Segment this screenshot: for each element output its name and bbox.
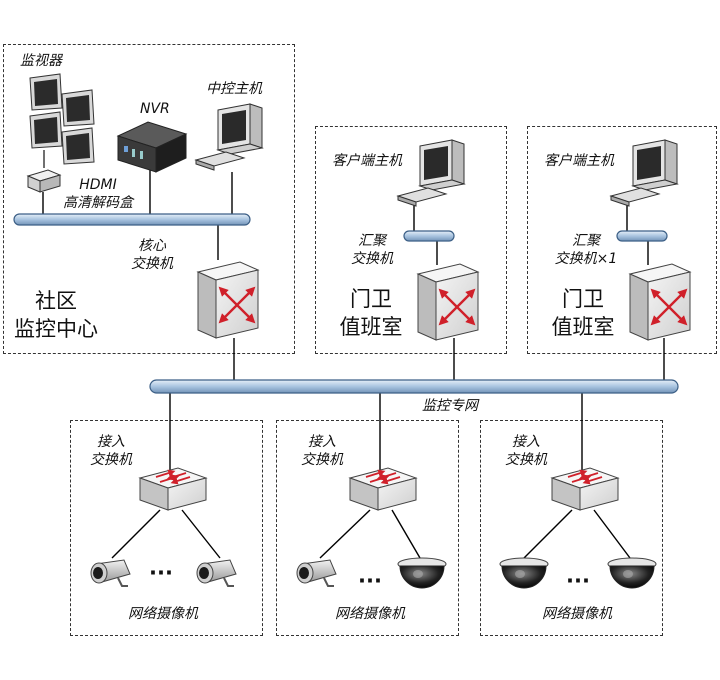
bullet-camera-icon <box>90 559 131 587</box>
guard2-aggregation-switch-icon <box>628 263 692 341</box>
monitoring-center-title-line1: 社区 <box>35 289 77 313</box>
guard2-client-label: 客户端主机 <box>544 153 614 169</box>
guard1-title-line1: 门卫 <box>350 287 392 311</box>
camera-ellipsis-2: ··· <box>358 569 382 593</box>
guard2-switch-label-line2: 交换机×1 <box>554 251 618 267</box>
guard-room-1-zone <box>315 126 507 354</box>
camera-ellipsis-3: ··· <box>566 569 590 593</box>
guard2-switch-label-line1: 汇聚 <box>572 233 600 249</box>
dome-camera-icon <box>607 557 657 589</box>
backbone-bus <box>149 379 679 394</box>
guard1-aggregation-switch-icon <box>416 263 480 341</box>
monitor-wall-icon <box>29 73 95 168</box>
core-switch-label-line1: 核心 <box>138 238 166 254</box>
monitors-label: 监视器 <box>20 53 62 69</box>
guard1-title-line2: 值班室 <box>339 315 403 339</box>
guard1-client-pc-icon <box>396 139 466 207</box>
nvr-icon <box>116 121 188 173</box>
control-host-pc-icon <box>194 103 264 171</box>
connection-lines <box>42 170 665 559</box>
access-switch-2-label-line1: 接入 <box>308 434 336 450</box>
bullet-camera-icon <box>296 559 337 587</box>
access-switch-3-label-line1: 接入 <box>512 434 540 450</box>
backbone-label: 监控专网 <box>422 398 478 414</box>
access-switch-3-icon <box>550 467 620 511</box>
core-switch-label-line2: 交换机 <box>131 256 173 272</box>
access-switch-2-icon <box>348 467 418 511</box>
dome-camera-icon <box>499 557 549 589</box>
decoder-label-line1: HDMI <box>79 177 117 193</box>
access-switch-3-label-line2: 交换机 <box>505 452 547 468</box>
dome-camera-icon <box>397 557 447 589</box>
nvr-label: NVR <box>140 101 170 117</box>
access-group-1-zone <box>70 420 263 636</box>
guard2-title-line2: 值班室 <box>551 315 615 339</box>
center-lan-bus <box>13 213 251 226</box>
guard2-client-pc-icon <box>609 139 679 207</box>
guard2-title-line1: 门卫 <box>562 287 604 311</box>
guard2-bus <box>616 230 668 242</box>
access-switch-1-label-line2: 交换机 <box>90 452 132 468</box>
control-host-label: 中控主机 <box>206 81 262 97</box>
guard1-switch-label-line2: 交换机 <box>351 251 393 267</box>
bullet-camera-icon <box>196 559 237 587</box>
access-group-2-zone <box>276 420 459 636</box>
monitoring-center-title-line2: 监控中心 <box>14 317 98 341</box>
access-group-3-zone <box>480 420 663 636</box>
cameras-label-2: 网络摄像机 <box>335 606 405 622</box>
guard1-bus <box>403 230 455 242</box>
core-switch-icon <box>196 261 260 339</box>
hdmi-decoder-icon <box>26 169 62 193</box>
access-switch-2-label-line2: 交换机 <box>301 452 343 468</box>
access-switch-1-label-line1: 接入 <box>97 434 125 450</box>
decoder-label-line2: 高清解码盒 <box>63 195 133 211</box>
access-switch-1-icon <box>138 467 208 511</box>
cameras-label-1: 网络摄像机 <box>128 606 198 622</box>
guard-room-2-zone <box>527 126 717 354</box>
monitoring-center-zone <box>3 44 295 354</box>
camera-ellipsis-1: ··· <box>149 561 173 585</box>
guard1-client-label: 客户端主机 <box>332 153 402 169</box>
guard1-switch-label-line1: 汇聚 <box>358 233 386 249</box>
cameras-label-3: 网络摄像机 <box>542 606 612 622</box>
